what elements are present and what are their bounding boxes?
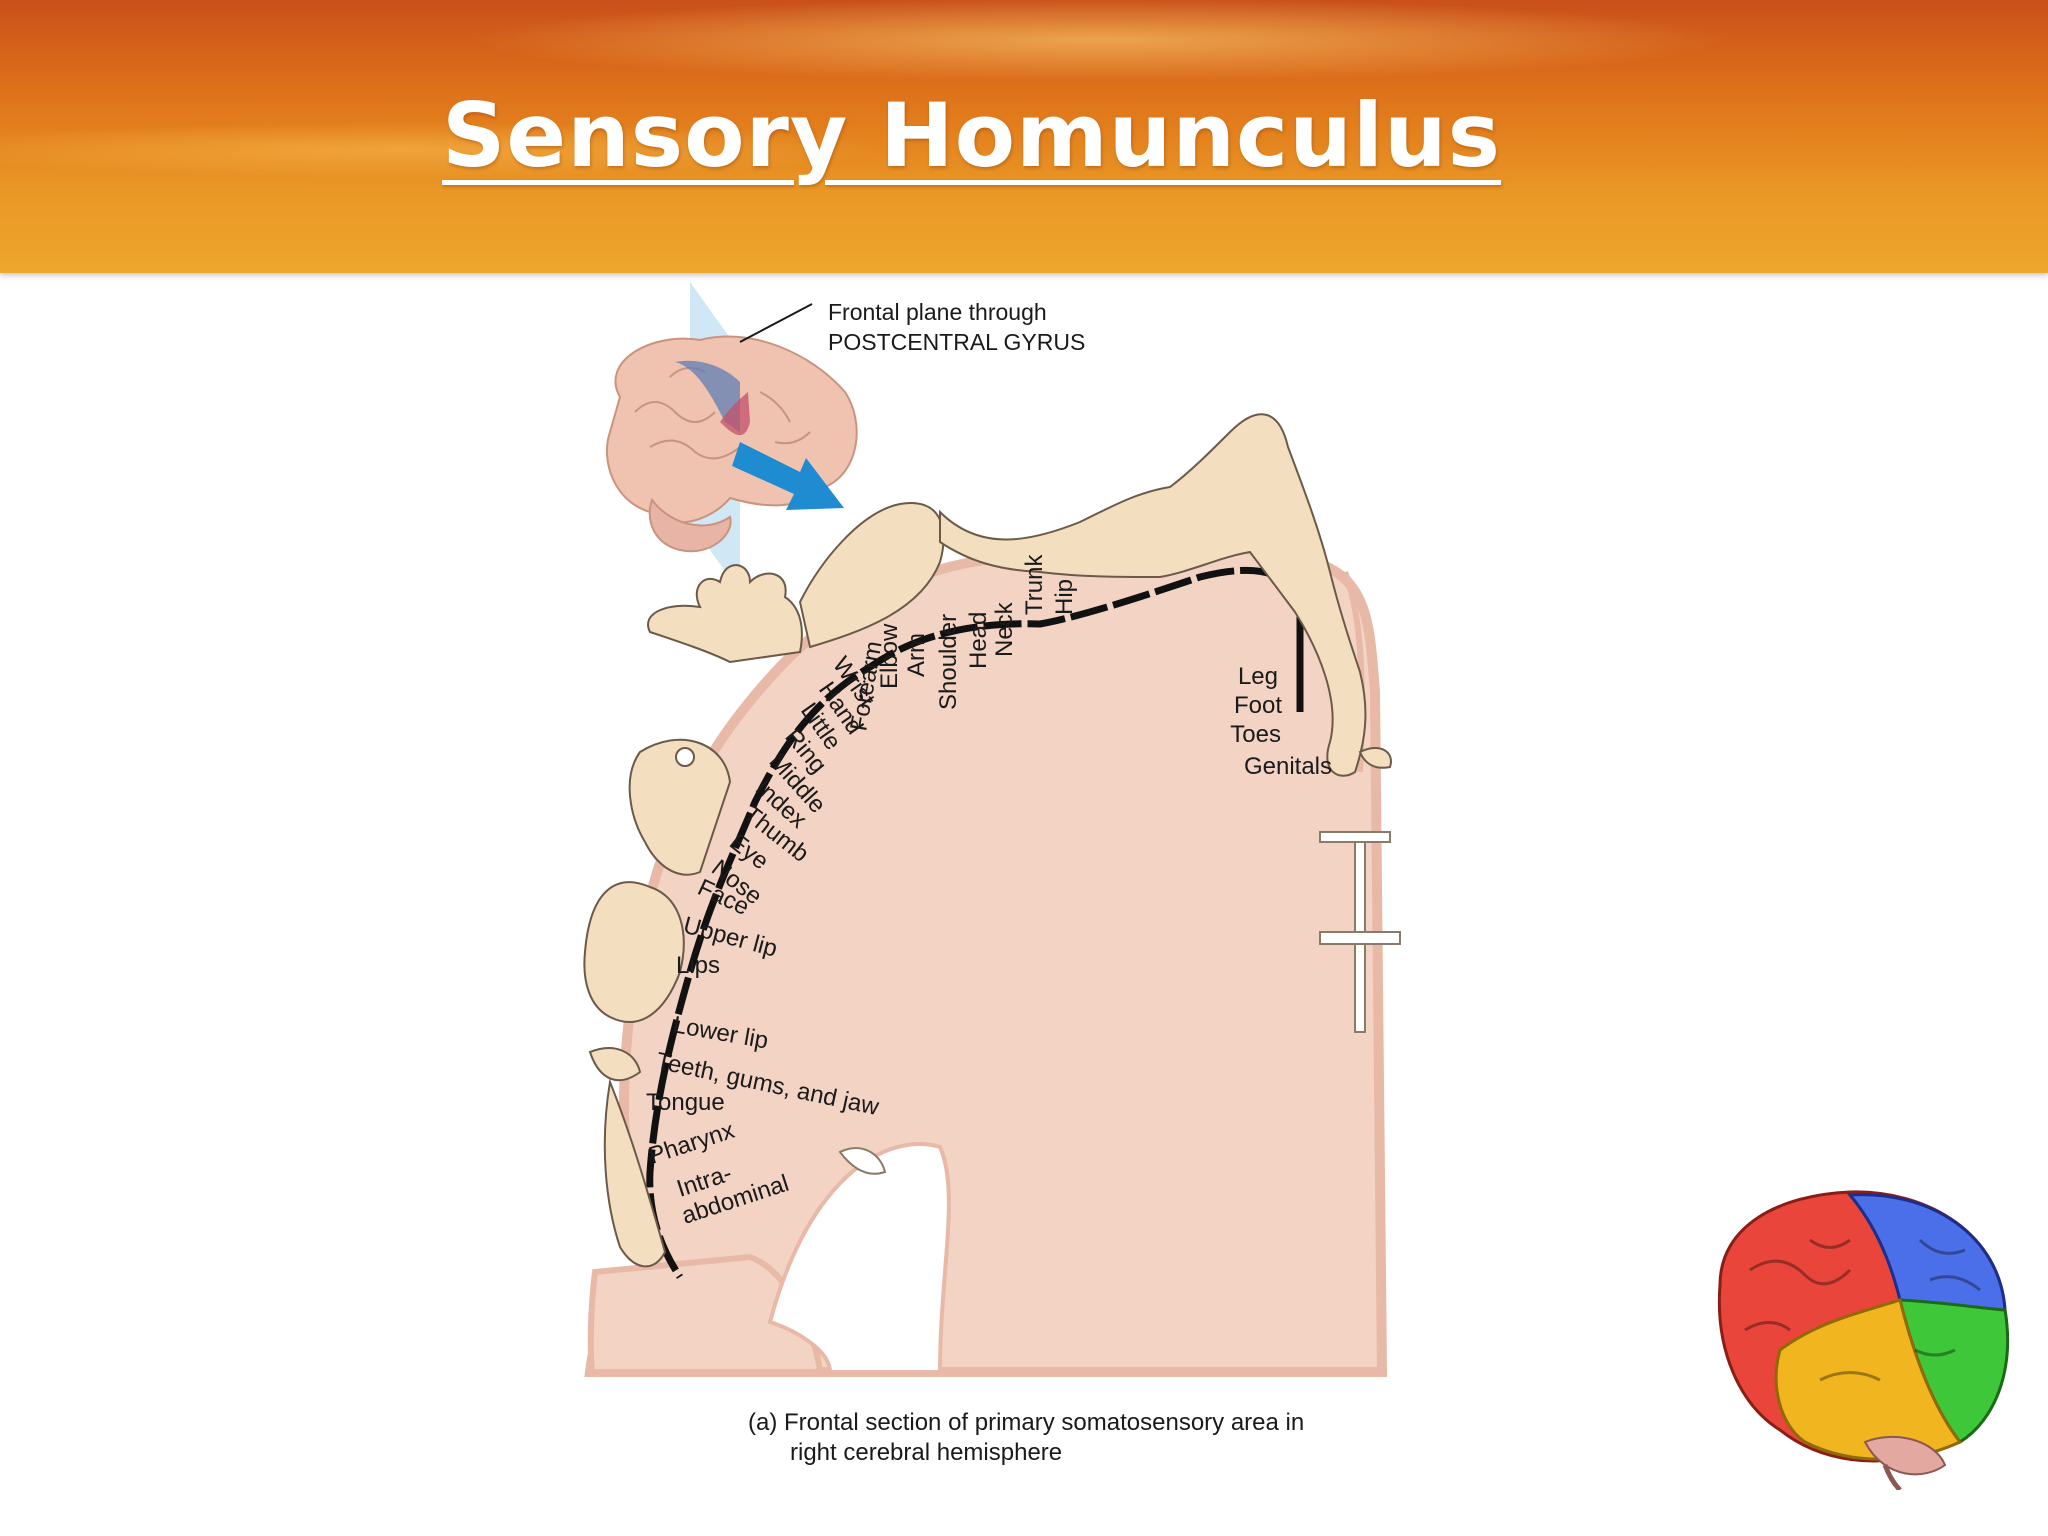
- genitals-shape: [1358, 747, 1392, 769]
- label-elbow: Elbow: [876, 623, 903, 689]
- label-lips: Lips: [676, 952, 720, 979]
- inset-label-line2: POSTCENTRAL GYRUS: [828, 329, 1085, 355]
- figure-caption: (a) Frontal section of primary somatosen…: [748, 1408, 1388, 1468]
- tongue-pharynx-shape: [603, 1078, 667, 1268]
- eye-icon: [675, 747, 695, 767]
- homunculus-figure: Frontal plane through POSTCENTRAL GYRUS: [583, 282, 1401, 1377]
- inset-brain: [605, 282, 858, 592]
- inset-leader-line: [739, 303, 813, 343]
- inset-section-red: [720, 392, 750, 436]
- homunculus-body: [583, 413, 1392, 1268]
- caption-line1: (a) Frontal section of primary somatosen…: [748, 1409, 1305, 1436]
- label-shoulder: Shoulder: [935, 614, 962, 710]
- jaw-shape: [588, 1047, 642, 1082]
- label-tongue: Tongue: [646, 1089, 725, 1116]
- inset-cerebellum: [648, 497, 732, 553]
- lateral-sulcus: [767, 1142, 951, 1374]
- page-title: Sensory Homunculus: [442, 84, 1502, 187]
- corner-gyri: [1744, 1238, 1981, 1382]
- title-banner: [0, 0, 2048, 273]
- corner-temporal: [1774, 1298, 1963, 1461]
- caption-line2: right cerebral hemisphere: [790, 1439, 1063, 1466]
- cortex-section: [584, 540, 1401, 1377]
- label-leg: Leg: [1238, 663, 1278, 690]
- face-shape: [628, 738, 732, 876]
- inset-label-line1: Frontal plane through: [828, 299, 1047, 325]
- hand-shape: [647, 564, 803, 664]
- cortical-strip: [646, 567, 1304, 1279]
- temporal-lobe: [587, 1253, 824, 1375]
- ventricle-top: [1319, 831, 1391, 843]
- insula-hatch: [838, 1147, 887, 1175]
- label-arm: Arm: [903, 633, 930, 677]
- label-genitals: Genitals: [1244, 753, 1332, 780]
- inset-brain-gyri: [634, 367, 811, 460]
- homunculus-diagram: Frontal plane through POSTCENTRAL GYRUS: [560, 272, 1480, 1472]
- brain-logo-icon: [1717, 1190, 2010, 1490]
- label-foot: Foot: [1234, 692, 1282, 719]
- inset-section-blue: [675, 360, 740, 432]
- lips-shape: [583, 881, 685, 1023]
- label-hip: Hip: [1051, 579, 1078, 615]
- corner-brainstem: [1882, 1464, 1902, 1490]
- ventricle-bottom: [1319, 931, 1401, 945]
- label-trunk: Trunk: [1021, 554, 1048, 615]
- arm-trunk-leg-shape: [939, 413, 1367, 777]
- label-toes: Toes: [1230, 721, 1281, 748]
- label-head: Head: [965, 612, 992, 669]
- label-neck: Neck: [991, 601, 1018, 657]
- inset-arrow-icon: [732, 442, 844, 510]
